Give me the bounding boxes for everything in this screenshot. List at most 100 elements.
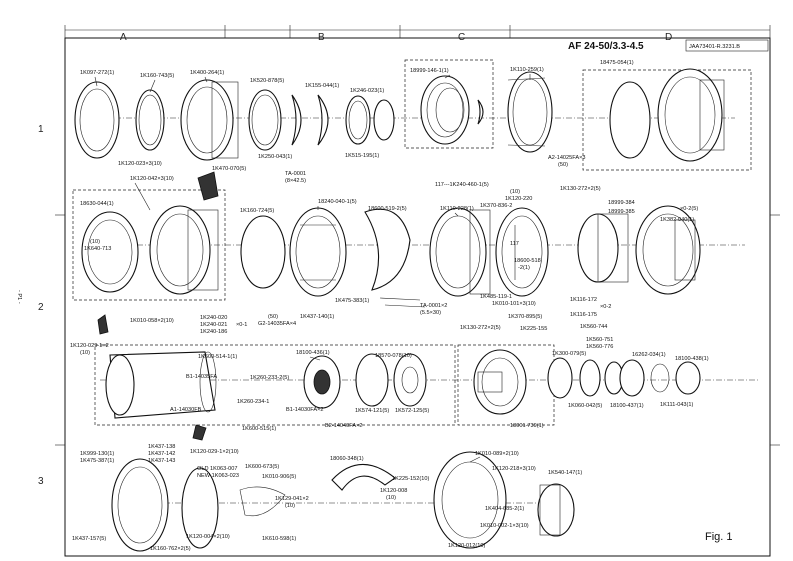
label-p42: TA-0001×2 bbox=[420, 303, 447, 309]
label-p74: 1K120-029-1×2(10) bbox=[190, 449, 239, 455]
label-p56: 18100-436(1) bbox=[296, 350, 330, 356]
label-p8: 1K110-259(1) bbox=[510, 67, 544, 73]
label-p92: 1K010-002-1×3(10) bbox=[480, 523, 529, 529]
label-p48: 1K120-029-1×2 bbox=[70, 343, 109, 349]
label-p71: 18100-437(1) bbox=[610, 403, 644, 409]
label-p7: 18999-146-1(1) bbox=[410, 68, 449, 74]
gasket-ring-part bbox=[240, 215, 286, 289]
label-p11: 1K250-043(1) bbox=[258, 154, 292, 160]
label-p13: A2-14025FA×3 bbox=[548, 155, 585, 161]
label-p53: A1-14030FB bbox=[170, 407, 202, 413]
column-d: D bbox=[665, 32, 672, 43]
label-p80: OLD 1K063-007 bbox=[197, 466, 237, 472]
label-p85: 18060-348(1) bbox=[330, 456, 364, 462]
label-p15: 1K470-070(5) bbox=[212, 166, 246, 172]
label-p10: 1K120-023×3(10) bbox=[118, 161, 162, 167]
label-p97: 1K610-598(1) bbox=[262, 536, 296, 542]
label-p61: 1K300-079(5) bbox=[552, 351, 586, 357]
label-p87b: (10) bbox=[386, 495, 396, 501]
label-p24: 117---1K240-460-1(5) bbox=[435, 182, 489, 188]
label-p82: 1K600-673(5) bbox=[245, 464, 279, 470]
label-p78: 1K437-142 bbox=[148, 451, 175, 457]
mount-gasket-part bbox=[181, 467, 219, 549]
label-p30: 18999-384 bbox=[608, 200, 635, 206]
label-p29: 1K130-272×2(5) bbox=[560, 186, 601, 192]
label-p21: 18240-040-1(5) bbox=[318, 199, 357, 205]
row-2: 2 bbox=[38, 302, 44, 313]
label-p95: 1K160-762×2(5) bbox=[150, 546, 191, 552]
column-c: C bbox=[458, 32, 465, 43]
label-p86: 1K225-152(10) bbox=[392, 476, 429, 482]
label-p76: 1K475-387(1) bbox=[80, 458, 114, 464]
rear-barrel-part bbox=[105, 351, 217, 419]
lens-element-1-part bbox=[291, 94, 329, 146]
label-p18: (10) bbox=[90, 239, 100, 245]
label-p60: 1K225-155 bbox=[520, 326, 547, 332]
label-p69: 1K572-125(5) bbox=[395, 408, 429, 414]
label-p27: 117 bbox=[510, 241, 519, 247]
label-p9: 18475-054(1) bbox=[600, 60, 634, 66]
main-barrel-part bbox=[635, 205, 701, 295]
label-p39: 1K240-186 bbox=[200, 329, 227, 335]
label-p32: ×0-2(5) bbox=[680, 206, 698, 212]
zoom-ring-rubber-part bbox=[507, 71, 553, 153]
flex-cable-part bbox=[331, 464, 396, 491]
label-p3: 1K400-264(1) bbox=[190, 70, 224, 76]
label-p37: 1K240-020 bbox=[200, 315, 227, 321]
label-p79: 1K437-143 bbox=[148, 458, 175, 464]
af-coupler-part bbox=[97, 314, 207, 441]
label-p70: 1K060-042(5) bbox=[568, 403, 602, 409]
rear-lens-rings-part bbox=[547, 357, 701, 399]
label-p58: 1K130-272×2(5) bbox=[460, 325, 501, 331]
label-p63: 1K560-751 bbox=[586, 337, 613, 343]
label-p47: 1K116-175 bbox=[570, 312, 597, 318]
lens-title: AF 24-50/3.3-4.5 bbox=[568, 41, 644, 52]
name-ring-part bbox=[135, 89, 165, 151]
helicoid-barrel-part bbox=[577, 213, 629, 283]
lens-element-2-part bbox=[345, 95, 395, 145]
label-p49: 1K600-514-1(1) bbox=[198, 354, 237, 360]
mount-cover-part bbox=[111, 458, 169, 552]
helicoid-part bbox=[429, 207, 491, 297]
label-p59: 1K370-895(5) bbox=[508, 314, 542, 320]
label-p33: 1K382-040(1) bbox=[660, 217, 694, 223]
label-p62: 1K560-744 bbox=[580, 324, 607, 330]
label-p6: 1K246-023(1) bbox=[350, 88, 384, 94]
label-p36b: (50) bbox=[268, 314, 278, 320]
label-p46: ×0-2 bbox=[600, 304, 611, 310]
cam-ring-part bbox=[289, 207, 347, 297]
figure-label: Fig. 1 bbox=[705, 531, 733, 543]
spacer-ring-part bbox=[248, 89, 282, 151]
label-p67: B2-14040FA×2 bbox=[325, 423, 362, 429]
label-p48b: (10) bbox=[80, 350, 90, 356]
diaphragm-unit-part bbox=[473, 349, 527, 415]
label-p22: 18600-519-2(5) bbox=[368, 206, 407, 212]
label-p64: 1K560-776 bbox=[586, 344, 613, 350]
label-p88: 1K010-089×2(10) bbox=[475, 451, 519, 457]
label-p38: 1K240-021 bbox=[200, 322, 227, 328]
label-p94: 1K437-157(5) bbox=[72, 536, 106, 542]
aperture-ring-part bbox=[303, 355, 341, 409]
label-p72: 1K111-043(1) bbox=[660, 402, 694, 408]
label-p83: 1K010-906(5) bbox=[262, 474, 296, 480]
diaphragm-plate-part bbox=[355, 353, 427, 407]
rear-cap-part bbox=[537, 483, 575, 537]
column-b: B bbox=[318, 32, 325, 43]
doc-code-box bbox=[685, 39, 769, 52]
label-p65: 16262-034(1) bbox=[632, 352, 666, 358]
label-p40: ×0-1 bbox=[236, 322, 247, 328]
label-p28: 18600-518 bbox=[514, 258, 541, 264]
label-p35: 1K437-140(1) bbox=[300, 314, 334, 320]
focus-scale-part bbox=[197, 171, 219, 201]
label-p36: G2-14035FA×4 bbox=[258, 321, 296, 327]
label-p26: 1K120-220 bbox=[505, 196, 532, 202]
label-p66: 18100-438(1) bbox=[675, 356, 709, 362]
label-p73: 18001-739(1) bbox=[510, 423, 544, 429]
label-p43: 1K485-119-1 bbox=[480, 294, 512, 300]
label-p5: 1K155-044(1) bbox=[305, 83, 339, 89]
label-p55: 1K600-515(1) bbox=[242, 426, 276, 432]
label-p14: 1K120-042×3(10) bbox=[130, 176, 174, 182]
filter-ring-part bbox=[180, 79, 239, 161]
label-p68: 1K574-121(5) bbox=[355, 408, 389, 414]
